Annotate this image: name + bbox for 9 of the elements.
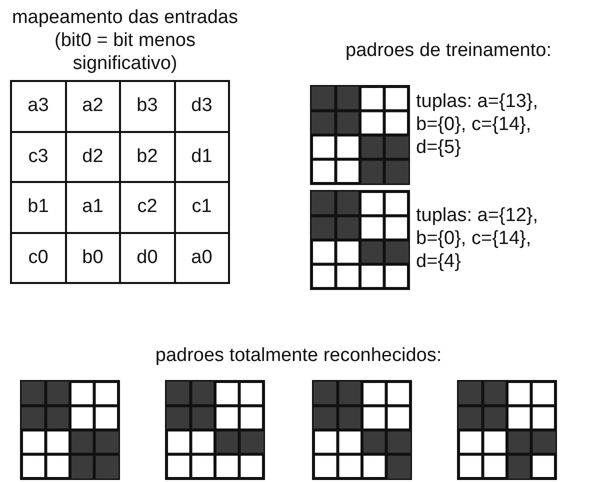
heading: padroes totalmente reconhecidos: xyxy=(154,344,443,367)
note: tuplas: a={13}, b={0}, c={14}, d={5} xyxy=(416,90,540,159)
heading: mapeamento das entradas (bit0 = bit menos significativo) xyxy=(10,6,240,75)
table-cell: c0 xyxy=(10,232,66,284)
table-cell: a0 xyxy=(174,232,230,284)
table-cell: a3 xyxy=(10,80,66,132)
note: tuplas: a={12}, b={0}, c={14}, d={4} xyxy=(416,204,540,273)
table-cell: d3 xyxy=(174,80,230,132)
heading: padroes de treinamento: xyxy=(344,39,552,62)
